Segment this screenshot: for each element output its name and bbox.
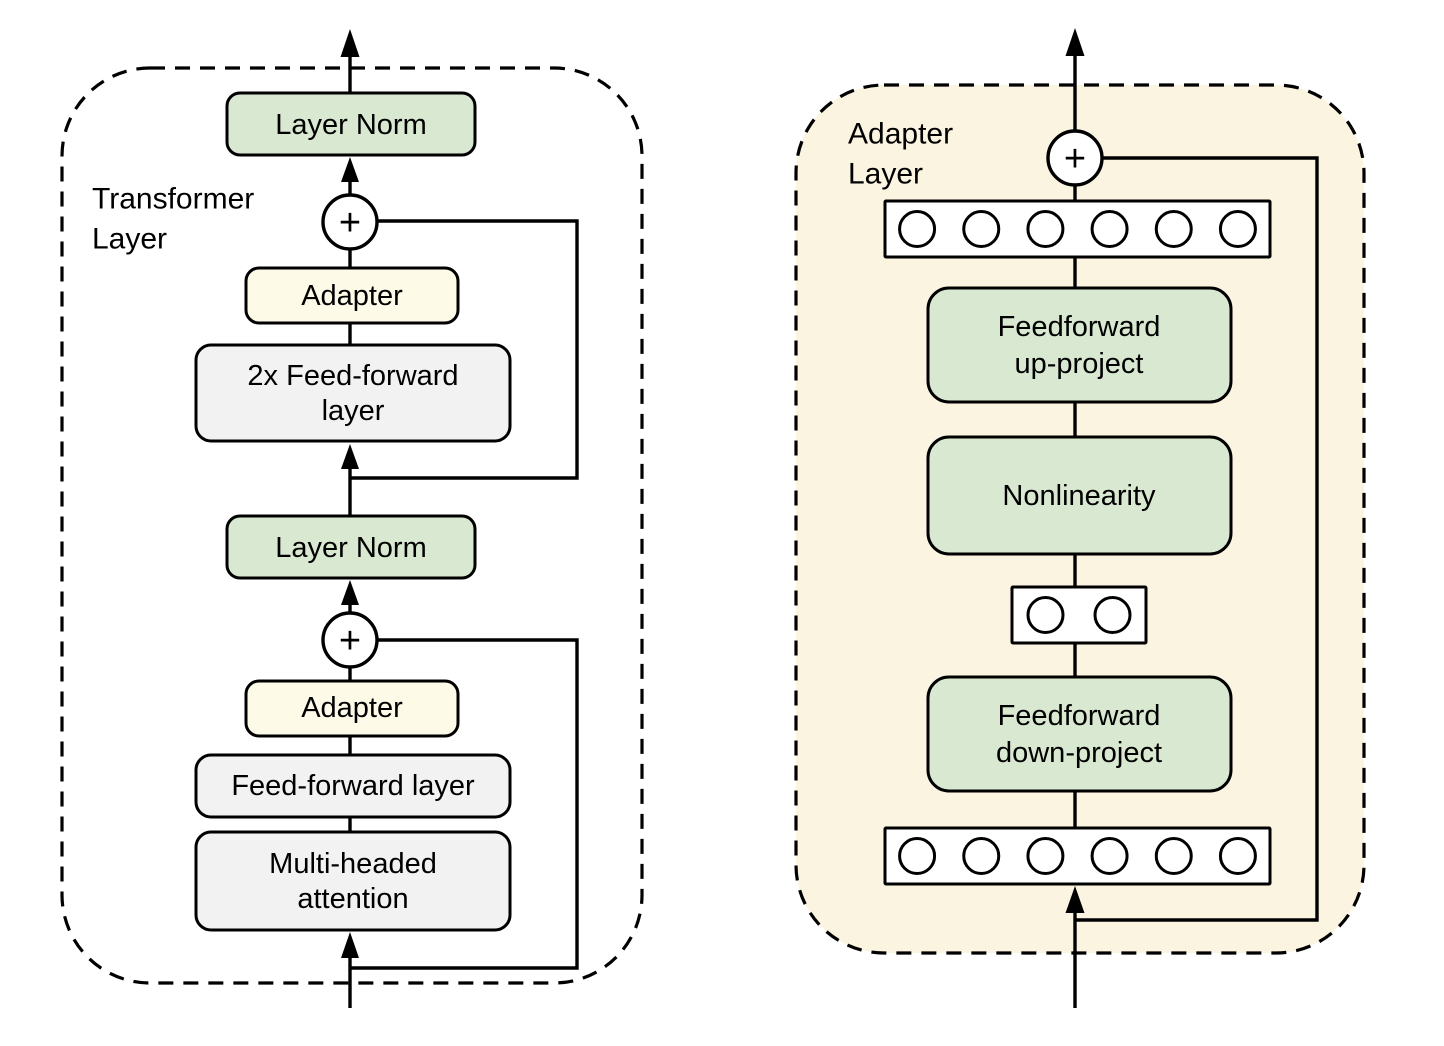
layer-norm-mid-label: Layer Norm: [275, 532, 427, 564]
vector-unit-circle: [1154, 837, 1193, 875]
feedforward-down-label-line2: down-project: [996, 737, 1162, 769]
adapter-plus-sign: +: [1064, 138, 1086, 180]
adapter-top-label: Adapter: [301, 280, 403, 312]
feed-forward-block: [194, 753, 512, 819]
add-bottom-to-layernorm-arrowhead-icon: [341, 580, 359, 605]
transformer-layer-panel: [60, 66, 644, 985]
left-input-arrowhead-icon: [341, 932, 359, 958]
vector-unit-circle: [1026, 596, 1065, 634]
feed-forward-2x-label-line1: 2x Feed-forward: [247, 360, 458, 392]
right-output-arrowhead-icon: [1065, 28, 1085, 56]
feature-vector-top-box: [883, 199, 1272, 259]
left-output-arrowhead-icon: [340, 29, 360, 57]
feed-forward-2x-label-line2: layer: [322, 395, 385, 427]
plus-sign-top: +: [339, 202, 361, 244]
skip-connection-upper: [350, 219, 579, 480]
vector-unit-circle: [1154, 210, 1193, 248]
adapter-layer-label-line2: Layer: [848, 158, 923, 191]
adapter-top-block: [244, 266, 460, 325]
adapter-bottom-block: [244, 679, 460, 738]
layer-norm-top-label: Layer Norm: [275, 109, 427, 141]
feedforward-up-label-line2: up-project: [1015, 348, 1144, 380]
skip-connection-lower: [350, 638, 579, 970]
feedforward-up-project-block: [926, 286, 1233, 404]
vector-unit-circle: [1026, 837, 1065, 875]
vector-unit-circle: [1218, 210, 1257, 248]
multi-headed-attention-block: [194, 830, 512, 932]
adapter-skip-connection: [1075, 156, 1319, 922]
vector-unit-circle: [1026, 210, 1065, 248]
feedforward-down-label-line1: Feedforward: [998, 700, 1161, 732]
bottleneck-vector: [1010, 585, 1148, 645]
vector-unit-circle: [898, 837, 937, 875]
feed-forward-label: Feed-forward layer: [231, 770, 475, 802]
nonlinearity-label: Nonlinearity: [1002, 480, 1156, 512]
vector-unit-circle: [962, 210, 1001, 248]
transformer-layer-label-line2: Layer: [92, 223, 167, 256]
adapter-layer-label-line1: Adapter: [848, 118, 953, 151]
add-top-to-layernorm-arrowhead-icon: [341, 157, 359, 182]
nonlinearity-block: [926, 435, 1233, 556]
feature-vector-top: [883, 199, 1272, 259]
vector-unit-circle: [898, 210, 937, 248]
feedforward-down-project-block: [926, 675, 1233, 793]
attention-label-line2: attention: [297, 883, 408, 915]
layer-norm-top-block: [225, 91, 477, 157]
transformer-layer-label-line1: Transformer: [92, 183, 254, 216]
attention-label-line1: Multi-headed: [269, 848, 437, 880]
feature-vector-bottom: [883, 826, 1272, 886]
feature-vector-bottom-box: [883, 826, 1272, 886]
feed-forward-2x-block: [194, 343, 512, 443]
vector-unit-circle: [1090, 210, 1129, 248]
plus-sign-bottom: +: [339, 620, 361, 662]
feedforward-up-label-line1: Feedforward: [998, 311, 1161, 343]
vector-unit-circle: [1093, 596, 1132, 634]
layer-norm-mid-block: [225, 514, 477, 580]
right-input-arrowhead-icon: [1065, 886, 1085, 913]
vector-unit-circle: [962, 837, 1001, 875]
layernorm-mid-to-ff2x-arrowhead-icon: [341, 444, 359, 469]
adapter-bottom-label: Adapter: [301, 692, 403, 724]
vector-unit-circle: [1090, 837, 1129, 875]
vector-unit-circle: [1218, 837, 1257, 875]
